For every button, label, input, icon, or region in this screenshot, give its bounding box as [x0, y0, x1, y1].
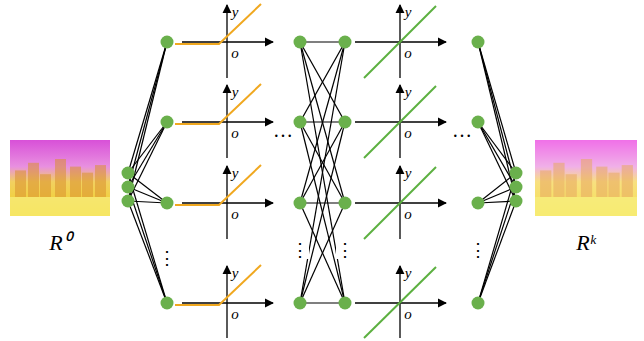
- connection-line: [128, 173, 167, 303]
- plot-label: y: [405, 85, 412, 100]
- plot-label: o: [404, 126, 412, 141]
- neuron: [339, 297, 352, 310]
- relu-plot: [175, 265, 273, 338]
- connection-line: [300, 302, 345, 303]
- identity-plot: [355, 5, 446, 78]
- plot-label: y: [232, 266, 239, 281]
- connection-line: [300, 122, 345, 303]
- neuron: [161, 197, 174, 210]
- neuron: [294, 197, 307, 210]
- connection-line: [300, 42, 345, 203]
- relu-plot: [175, 165, 273, 239]
- neuron: [294, 297, 307, 310]
- plot-label: ⋮: [469, 241, 487, 259]
- connection-line: [300, 41, 345, 42]
- identity-plot: [355, 266, 446, 338]
- plot-label: o: [404, 46, 412, 61]
- relu-plot: [175, 84, 273, 158]
- plot-label: ⋮: [158, 249, 176, 267]
- neuron: [339, 197, 352, 210]
- neuron: [472, 297, 485, 310]
- plot-label: ⋮: [336, 241, 354, 259]
- neuron: [339, 36, 352, 49]
- plot-label: o: [404, 207, 412, 222]
- identity-plot: [355, 166, 446, 239]
- plot-label: o: [231, 126, 239, 141]
- connection-line: [300, 122, 345, 203]
- neuron: [161, 297, 174, 310]
- neuron: [510, 195, 523, 208]
- neuron: [122, 181, 135, 194]
- plot-label: o: [231, 307, 239, 322]
- neuron: [510, 181, 523, 194]
- connection-line: [478, 173, 516, 303]
- neuron: [294, 116, 307, 129]
- relu-plot: [175, 4, 273, 78]
- connection-line: [300, 202, 345, 203]
- plot-label: …: [452, 120, 472, 140]
- neuron: [161, 36, 174, 49]
- connection-line: [478, 122, 516, 173]
- image-label: R⁰: [49, 232, 70, 254]
- plot-label: y: [405, 5, 412, 20]
- plot-label: y: [232, 5, 239, 20]
- neuron: [122, 195, 135, 208]
- connection-line: [300, 122, 345, 303]
- connection-line: [300, 42, 345, 303]
- plot-label: y: [232, 166, 239, 181]
- neuron: [472, 36, 485, 49]
- plot-label: o: [231, 46, 239, 61]
- neuron: [510, 167, 523, 180]
- plot-label: …: [273, 120, 293, 140]
- plot-label: y: [405, 166, 412, 181]
- neuron: [161, 116, 174, 129]
- connection-line: [300, 122, 345, 203]
- neuron: [472, 116, 485, 129]
- plot-label: o: [404, 307, 412, 322]
- neuron: [472, 197, 485, 210]
- identity-plot: [355, 85, 446, 158]
- photo: [535, 140, 637, 216]
- plot-label: y: [232, 85, 239, 100]
- image-label: Rᵏ: [576, 232, 596, 254]
- photo: [10, 140, 110, 216]
- plot-label: o: [231, 207, 239, 222]
- neuron: [294, 36, 307, 49]
- neuron: [122, 167, 135, 180]
- neuron: [339, 116, 352, 129]
- connection-lines: [128, 42, 516, 303]
- connection-line: [300, 42, 345, 203]
- plot-label: ⋮: [291, 241, 309, 259]
- connection-line: [300, 42, 345, 303]
- plot-label: y: [405, 266, 412, 281]
